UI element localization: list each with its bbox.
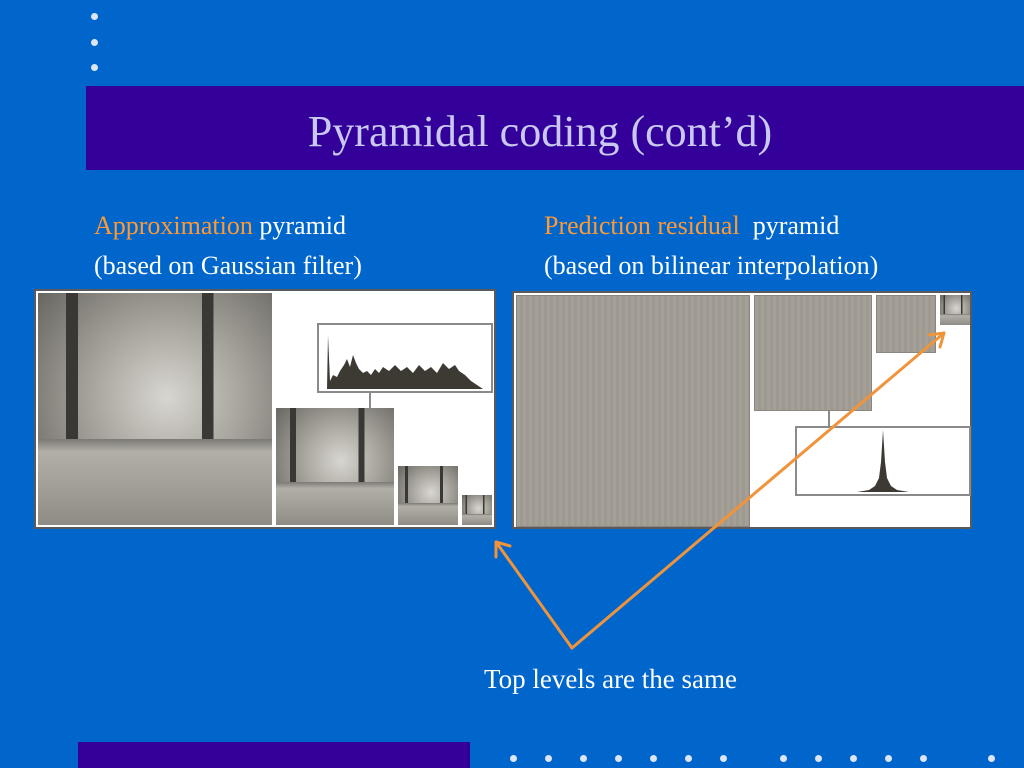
decor-dot <box>685 755 692 762</box>
residual-level-1-image <box>754 295 872 411</box>
approximation-histogram-graph <box>325 335 483 389</box>
decor-dot <box>91 39 98 46</box>
approximation-pyramid-figure <box>34 289 496 529</box>
approximation-histogram <box>317 323 493 393</box>
arrow-head-residual <box>927 331 946 349</box>
arrow-to-approximation-top <box>494 540 574 650</box>
residual-level-0-image <box>516 295 750 527</box>
approximation-label: Approximation <box>94 211 253 240</box>
residual-subcaption: (based on bilinear interpolation) <box>544 251 879 280</box>
arrow-head-approximation <box>494 540 512 559</box>
approximation-subcaption: (based on Gaussian filter) <box>94 251 362 280</box>
residual-pyramid-figure <box>512 291 972 529</box>
approximation-caption: Approximation pyramid (based on Gaussian… <box>94 206 362 286</box>
decor-dot <box>850 755 857 762</box>
residual-histogram <box>795 426 971 496</box>
top-levels-note: Top levels are the same <box>484 664 738 694</box>
residual-histogram-graph <box>857 430 909 492</box>
decor-dot <box>580 755 587 762</box>
decor-dot <box>615 755 622 762</box>
decor-dot <box>91 13 98 20</box>
decor-dot <box>885 755 892 762</box>
residual-caption: Prediction residual pyramid (based on bi… <box>544 206 878 286</box>
decor-dot <box>815 755 822 762</box>
residual-level-2-image <box>876 295 936 353</box>
slide-title: Pyramidal coding (cont’d) <box>307 107 773 156</box>
approximation-level-1-image <box>276 408 394 525</box>
decor-dot <box>510 755 517 762</box>
decor-dot <box>720 755 727 762</box>
residual-label: Prediction residual <box>544 211 740 240</box>
histogram-connector <box>369 393 371 408</box>
arrow-to-residual-top <box>570 331 946 650</box>
decor-dot <box>545 755 552 762</box>
footer-bar <box>78 742 470 768</box>
approximation-level-2-image <box>398 466 458 525</box>
approximation-level-3-image <box>462 495 492 525</box>
decor-dot <box>988 755 995 762</box>
decor-dot <box>91 64 98 71</box>
approximation-label-rest: pyramid <box>259 211 347 240</box>
histogram-connector <box>828 411 830 426</box>
residual-level-3-image <box>940 295 970 325</box>
decor-dot <box>650 755 657 762</box>
decor-dot <box>780 755 787 762</box>
approximation-level-0-image <box>38 293 272 525</box>
residual-label-rest: pyramid <box>752 211 840 240</box>
title-bar: Pyramidal coding (cont’d) <box>86 86 1024 170</box>
decor-dot <box>920 755 927 762</box>
